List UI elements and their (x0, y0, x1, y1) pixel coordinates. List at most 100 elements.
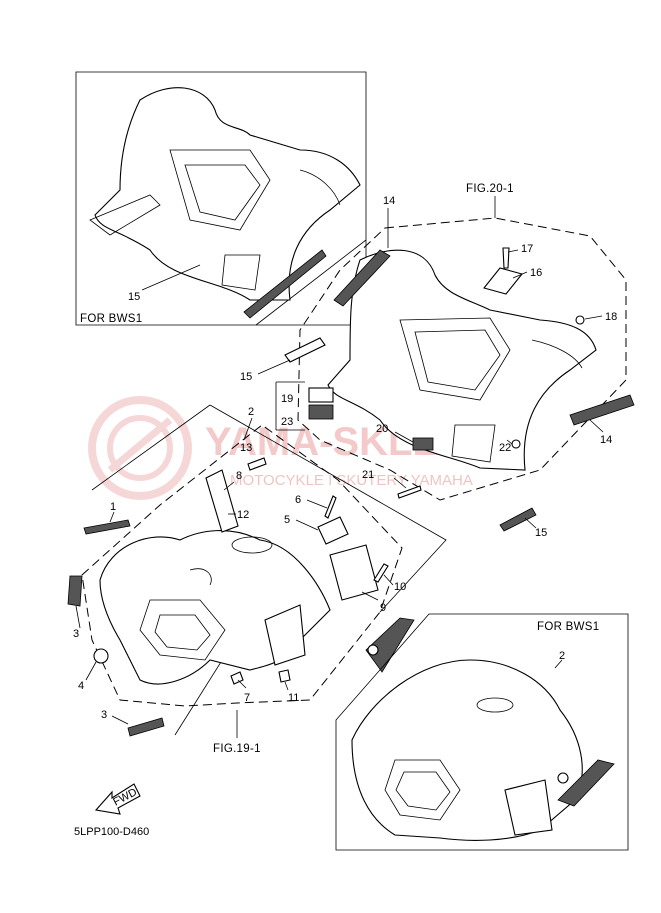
front-fender-drawing-inset (351, 659, 583, 841)
decal-3-lower (127, 717, 165, 737)
callout-3: 3 (73, 628, 79, 640)
callout-8: 8 (236, 470, 242, 482)
leader-14-right (589, 419, 604, 433)
callout-17: 17 (521, 243, 533, 255)
label-13 (247, 457, 267, 471)
inset-decal-15 (243, 249, 327, 319)
leader-9 (361, 591, 379, 601)
leader-2-inset (554, 659, 563, 669)
callout-11: 11 (288, 692, 299, 704)
leader-8 (223, 481, 235, 491)
leader-20 (394, 431, 414, 443)
grommet-18 (575, 315, 585, 325)
callout-2-inset: 2 (559, 650, 565, 662)
callout-16: 16 (530, 267, 542, 279)
inset-mud-flap (557, 759, 615, 807)
front-outer-edge-3 (91, 404, 211, 491)
inset-flap-screw (557, 772, 569, 784)
callout-14-right: 14 (600, 434, 612, 446)
leader-4 (85, 661, 97, 681)
callout-4: 4 (78, 680, 84, 692)
front-outer-edge-2 (209, 404, 447, 613)
fwd-text: FWD (111, 786, 139, 808)
leader-10 (383, 574, 394, 586)
callout-10: 10 (394, 581, 406, 593)
leader-15-left (257, 359, 291, 375)
diagram-code: 5LPP100-D460 (74, 826, 149, 838)
flap-screw (367, 644, 379, 656)
callout-2: 2 (248, 406, 254, 418)
inset-label-top-left: FOR BWS1 (80, 313, 142, 325)
plate-5 (317, 516, 349, 545)
nut-7 (230, 671, 244, 685)
leader-5 (295, 519, 319, 531)
screw-6 (324, 495, 337, 519)
callout-18: 18 (605, 311, 617, 323)
leader-17 (507, 249, 519, 253)
decal-15-left (284, 337, 326, 363)
inset-frame-2 (335, 613, 629, 851)
rear-fender-drawing-main (327, 249, 597, 471)
plate-20 (412, 437, 434, 451)
front-fender-drawing (99, 530, 331, 685)
screw-17 (502, 247, 510, 269)
decal-15-right (499, 507, 537, 532)
screw-21 (397, 485, 422, 499)
leader-1 (109, 511, 115, 523)
callout-15-right: 15 (535, 527, 547, 539)
leader-22 (506, 439, 513, 445)
leader-21 (393, 477, 407, 489)
callout-13: 13 (240, 442, 252, 454)
grommet-4 (93, 648, 109, 664)
leader-16 (512, 271, 528, 279)
watermark-logo (88, 396, 192, 500)
inset-frame (75, 71, 367, 326)
screw-10 (373, 563, 389, 583)
rear-fender-group: FIG.20-1 14 14 15 15 16 17 (240, 183, 635, 539)
rear-fender-drawing (89, 87, 361, 301)
leader-15-inset (141, 264, 201, 291)
fwd-arrow-icon (94, 783, 141, 815)
watermark-tagline: MOTOCYKLE I SKUTERY YAMAHA (230, 472, 473, 489)
fig-ref-front: FIG.19-1 (213, 743, 261, 755)
callout-20: 20 (376, 423, 388, 435)
label-8 (205, 469, 239, 533)
leader-2 (243, 417, 253, 441)
plate-19 (308, 387, 334, 403)
leader-18 (584, 315, 603, 320)
inset-top-left: 15 FOR BWS1 (75, 71, 367, 326)
leader-3-upper (75, 605, 81, 629)
callout-22: 22 (499, 442, 511, 454)
callout-6: 6 (295, 494, 301, 506)
fig-ref-rear: FIG.20-1 (466, 183, 514, 195)
callout-5: 5 (284, 514, 290, 526)
callout-9: 9 (380, 602, 386, 614)
fwd-arrow: FWD (94, 783, 141, 815)
leader-6 (306, 499, 328, 509)
callout-15-inset: 15 (128, 291, 140, 303)
leader-7 (237, 679, 247, 689)
inset-label-bottom-right: FOR BWS1 (537, 621, 599, 633)
leader-3-lower (111, 715, 129, 725)
callout-1: 1 (110, 501, 116, 513)
grommet-22 (511, 439, 521, 449)
nut-11 (278, 669, 291, 683)
callout-15: 15 (240, 371, 252, 383)
label-16 (483, 267, 523, 295)
front-fender-group: 1 2 3 3 4 5 6 7 8 12 (67, 404, 447, 755)
decal-1 (83, 519, 131, 535)
leader-15-right (524, 517, 537, 529)
callout-12: 12 (237, 509, 249, 521)
decal-14-left (333, 249, 391, 307)
callout-21: 21 (362, 469, 374, 481)
callout-19: 19 (281, 393, 293, 405)
plate-9 (329, 544, 379, 601)
rear-dashed-boundary (297, 217, 627, 501)
leader-11 (284, 681, 289, 691)
inset-bottom-right: FOR BWS1 2 (335, 613, 629, 851)
mud-flap (365, 617, 415, 673)
callout-23: 23 (281, 416, 293, 428)
callout-7: 7 (244, 692, 250, 704)
decal-14-right (569, 394, 635, 426)
